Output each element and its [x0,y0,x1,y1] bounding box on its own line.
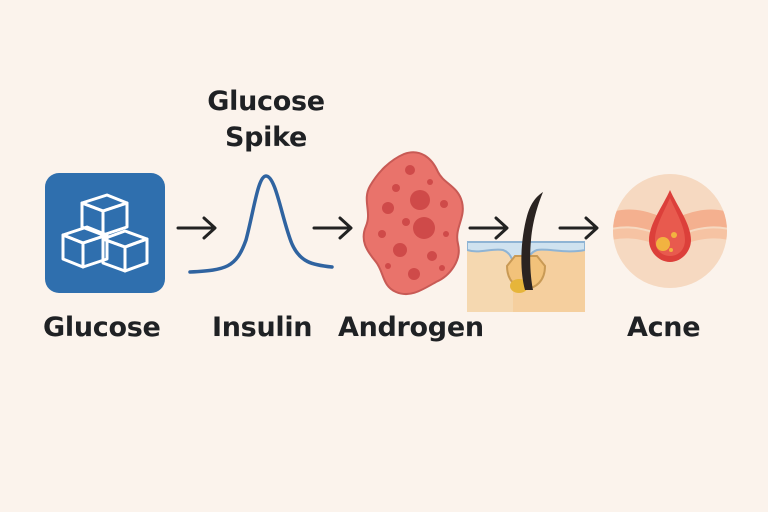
androgen-label: Androgen [338,312,484,343]
glucose-spike-title: Glucose Spike [181,84,351,156]
arrow-right-icon [312,215,356,241]
insulin-curve-icon [186,170,336,280]
glucose-spike-title-line1: Glucose [207,86,325,117]
acne-label: Acne [627,312,701,343]
sugar-cubes-icon [45,173,165,293]
arrow-right-icon [558,215,602,241]
insulin-label: Insulin [212,312,313,343]
androgen-cell-icon [358,148,470,300]
acne-pimple-icon [611,172,729,290]
arrow-right-icon [176,215,220,241]
glucose-label: Glucose [43,312,161,343]
arrow-right-icon [468,215,512,241]
glucose-spike-title-line2: Spike [224,122,308,153]
hair-follicle-icon [467,188,585,312]
